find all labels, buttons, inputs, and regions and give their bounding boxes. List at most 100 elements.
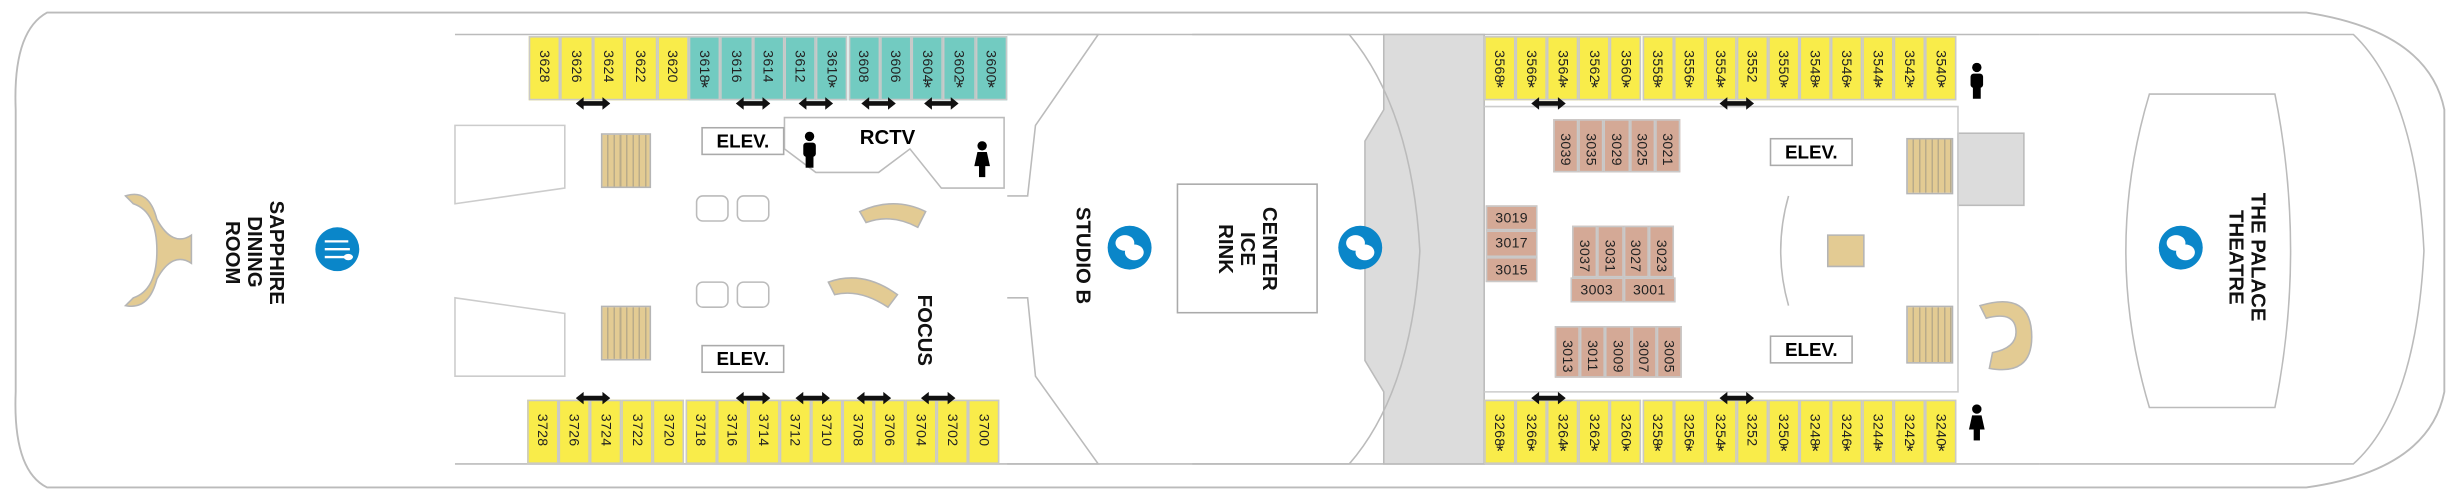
cabin-3720[interactable]: 3720 xyxy=(653,399,685,464)
cabin-3039[interactable]: 3039 xyxy=(1553,119,1579,173)
cabin-3248[interactable]: 3248* xyxy=(1799,399,1832,464)
cabin-3608[interactable]: 3608 xyxy=(847,36,880,101)
cabin-3716[interactable]: 3716 xyxy=(716,399,748,464)
cabin-3025[interactable]: 3025 xyxy=(1629,119,1655,173)
cabin-3700[interactable]: 3700 xyxy=(968,399,1001,464)
cabin-3550[interactable]: 3550* xyxy=(1767,36,1800,101)
cabin-3614[interactable]: 3614 xyxy=(752,36,785,101)
cabin-3622[interactable]: 3622 xyxy=(624,36,657,101)
cabin-3264[interactable]: 3264* xyxy=(1547,399,1579,464)
cabin-3015[interactable]: 3015 xyxy=(1485,256,1538,282)
cabin-3566[interactable]: 3566* xyxy=(1515,36,1548,101)
cabin-3242[interactable]: 3242* xyxy=(1894,399,1926,464)
cabin-3724[interactable]: 3724 xyxy=(590,399,622,464)
cabin-3560[interactable]: 3560* xyxy=(1610,36,1642,101)
cabin-3258[interactable]: 3258* xyxy=(1641,399,1674,464)
cabin-3704[interactable]: 3704 xyxy=(905,399,938,464)
cabin-number: 3610 xyxy=(824,50,840,83)
cabin-3718[interactable]: 3718 xyxy=(684,399,717,464)
cabin-3728[interactable]: 3728 xyxy=(527,399,559,464)
cabin-3628[interactable]: 3628 xyxy=(528,36,561,101)
cabin-star-marker: * xyxy=(1685,440,1693,463)
cabin-3017[interactable]: 3017 xyxy=(1485,230,1538,257)
cabin-number: 3566 xyxy=(1523,50,1540,83)
cabin-3254[interactable]: 3254* xyxy=(1704,399,1737,464)
cabin-3558[interactable]: 3558* xyxy=(1641,36,1674,101)
cabin-3019[interactable]: 3019 xyxy=(1485,205,1538,231)
cabin-3600[interactable]: 3600* xyxy=(975,36,1008,101)
cabin-3620[interactable]: 3620 xyxy=(656,36,689,101)
cabin-3027[interactable]: 3027 xyxy=(1623,225,1649,278)
cabin-star-marker: * xyxy=(1937,76,1946,99)
cabin-3726[interactable]: 3726 xyxy=(558,399,591,464)
grey-area-center xyxy=(1364,33,1485,465)
cabin-3618[interactable]: 3618* xyxy=(688,36,721,101)
cabin-3562[interactable]: 3562* xyxy=(1578,36,1611,101)
cabin-number: 3252 xyxy=(1744,413,1761,447)
cabin-number: 3562 xyxy=(1586,50,1603,83)
cabin-3548[interactable]: 3548* xyxy=(1799,36,1832,101)
cabin-star-marker: * xyxy=(1685,76,1693,99)
cabin-3546[interactable]: 3546* xyxy=(1831,36,1863,101)
cabin-3007[interactable]: 3007 xyxy=(1631,326,1657,378)
cabin-3602[interactable]: 3602* xyxy=(943,36,976,101)
cabin-3556[interactable]: 3556* xyxy=(1673,36,1705,101)
cabin-number: 3704 xyxy=(913,413,930,447)
cabin-star-marker: * xyxy=(1716,76,1725,99)
cabin-3604[interactable]: 3604* xyxy=(911,36,944,101)
cabin-3712[interactable]: 3712 xyxy=(779,399,811,464)
cabin-3554[interactable]: 3554* xyxy=(1704,36,1737,101)
cabin-number: 3728 xyxy=(535,413,551,447)
cabin-3244[interactable]: 3244* xyxy=(1862,399,1895,464)
cabin-number: 3013 xyxy=(1559,340,1576,373)
cabin-3266[interactable]: 3266* xyxy=(1515,399,1548,464)
cabin-3606[interactable]: 3606 xyxy=(879,36,912,101)
cabin-3023[interactable]: 3023 xyxy=(1648,225,1675,278)
cabin-3564[interactable]: 3564* xyxy=(1547,36,1579,101)
cabin-3568[interactable]: 3568* xyxy=(1484,36,1516,101)
cabin-3003[interactable]: 3003 xyxy=(1570,277,1624,303)
cabin-number: 3540 xyxy=(1933,50,1950,83)
stair-curved-mid1 xyxy=(858,203,927,229)
cabin-3702[interactable]: 3702 xyxy=(937,399,969,464)
cabin-3268[interactable]: 3268* xyxy=(1484,399,1516,464)
cabin-3540[interactable]: 3540* xyxy=(1925,36,1958,101)
cabin-3616[interactable]: 3616 xyxy=(720,36,753,101)
dining-icon xyxy=(315,227,360,272)
cabin-3035[interactable]: 3035 xyxy=(1578,119,1605,173)
cabin-3710[interactable]: 3710 xyxy=(810,399,843,464)
cabin-3610[interactable]: 3610* xyxy=(816,36,848,101)
cabin-3542[interactable]: 3542* xyxy=(1894,36,1926,101)
cabin-3029[interactable]: 3029 xyxy=(1604,119,1630,173)
cabin-3246[interactable]: 3246* xyxy=(1831,399,1863,464)
cabin-3250[interactable]: 3250* xyxy=(1767,399,1800,464)
cabin-star-marker: * xyxy=(1906,76,1914,99)
cabin-3037[interactable]: 3037 xyxy=(1572,225,1598,278)
cabin-3706[interactable]: 3706 xyxy=(874,399,906,464)
cabin-3011[interactable]: 3011 xyxy=(1580,326,1606,378)
cabin-3262[interactable]: 3262* xyxy=(1578,399,1611,464)
cabin-3552[interactable]: 3552 xyxy=(1736,36,1768,101)
cabin-number: 3622 xyxy=(632,50,649,83)
cabin-star-marker: * xyxy=(1811,76,1819,99)
cabin-3256[interactable]: 3256* xyxy=(1673,399,1705,464)
cabin-3009[interactable]: 3009 xyxy=(1605,326,1631,378)
cabin-3021[interactable]: 3021 xyxy=(1654,119,1681,173)
cabin-3001[interactable]: 3001 xyxy=(1623,277,1676,303)
cabin-3031[interactable]: 3031 xyxy=(1597,225,1624,278)
cabin-3722[interactable]: 3722 xyxy=(621,399,654,464)
cabin-number: 3250 xyxy=(1775,413,1792,447)
cabin-3013[interactable]: 3013 xyxy=(1554,326,1581,378)
cabin-3626[interactable]: 3626 xyxy=(560,36,593,101)
cabin-3544[interactable]: 3544* xyxy=(1862,36,1895,101)
cabin-3624[interactable]: 3624 xyxy=(592,36,625,101)
cabin-3005[interactable]: 3005 xyxy=(1656,326,1682,378)
cabin-3260[interactable]: 3260* xyxy=(1610,399,1642,464)
cabin-3714[interactable]: 3714 xyxy=(747,399,780,464)
cabin-3708[interactable]: 3708 xyxy=(842,399,875,464)
cabin-3252[interactable]: 3252 xyxy=(1736,399,1768,464)
cabin-3612[interactable]: 3612 xyxy=(784,36,817,101)
cabin-star-marker: * xyxy=(955,76,964,99)
theatre-masks-icon xyxy=(2158,225,2203,270)
cabin-3240[interactable]: 3240* xyxy=(1925,399,1958,464)
